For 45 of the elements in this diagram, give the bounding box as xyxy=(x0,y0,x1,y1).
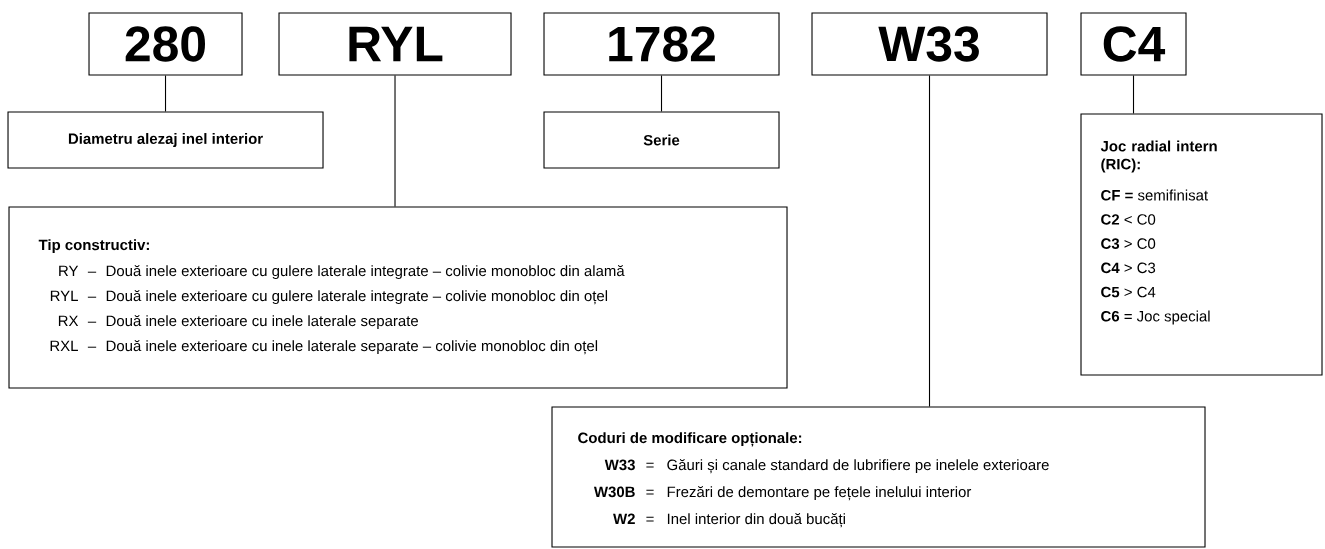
code-label: RY xyxy=(59,265,79,276)
separator-sign: – xyxy=(87,321,97,323)
list-item: C3 > C0 xyxy=(1101,238,1156,249)
code-label: RYL xyxy=(50,290,78,301)
code-box: 1782 xyxy=(543,12,780,76)
connector-line xyxy=(928,75,931,407)
list-item: C4 > C3 xyxy=(1101,262,1156,274)
code-label: W30B xyxy=(593,486,635,498)
code-label: W33 xyxy=(604,459,635,471)
description-text: Două inele exterioare cu inele laterale separate xyxy=(106,315,418,330)
separator-sign: – xyxy=(87,296,97,298)
label-box: Serie xyxy=(543,111,780,169)
list-item: C5 > C4 xyxy=(1101,286,1156,298)
connector-line xyxy=(1132,75,1135,114)
heading: Coduri de modificare opționale: xyxy=(578,432,802,447)
label-box: Diametru alezaj inel interior xyxy=(7,111,324,169)
description-text: Două inele exterioare cu gulere laterale integrate – colivie monobloc din alamă xyxy=(106,265,625,280)
description-text: Frezări de demontare pe fețele inelului interior xyxy=(667,486,972,501)
connector-line xyxy=(164,75,167,112)
separator-sign: – xyxy=(87,346,97,348)
code-box: C4 xyxy=(1080,12,1187,76)
list-item: CF = semifinisat xyxy=(1101,189,1208,201)
description-text: Găuri și canale standard de lubrifiere pe inelele exterioare xyxy=(667,459,1049,474)
connector-line xyxy=(394,75,396,207)
description-text: Două inele exterioare cu gulere laterale integrate – colivie monobloc din oțel xyxy=(106,290,608,305)
heading: Tip constructiv: xyxy=(38,239,149,254)
heading: Joc radial intern (RIC): xyxy=(1100,140,1217,173)
description-text: Două inele exterioare cu inele laterale separate – colivie monobloc din oțel xyxy=(106,340,598,355)
description-text: Inel interior din două bucăți xyxy=(667,513,845,528)
separator-sign: – xyxy=(87,271,97,273)
separator-sign: = xyxy=(646,489,654,495)
code-box: 280 xyxy=(88,12,243,76)
separator-sign: = xyxy=(646,462,654,468)
list-item: C6 = Joc special xyxy=(1101,310,1210,325)
list-item: C2 < C0 xyxy=(1101,214,1156,225)
code-label: W2 xyxy=(613,513,635,524)
text-box xyxy=(1080,113,1323,376)
connector-line xyxy=(660,75,663,112)
text-box xyxy=(8,206,788,389)
code-label: RX xyxy=(58,315,79,326)
code-box: W33 xyxy=(811,12,1048,76)
separator-sign: = xyxy=(646,516,654,522)
code-box: RYL xyxy=(278,12,512,76)
code-label: RXL xyxy=(50,340,78,351)
text-box xyxy=(551,406,1206,548)
